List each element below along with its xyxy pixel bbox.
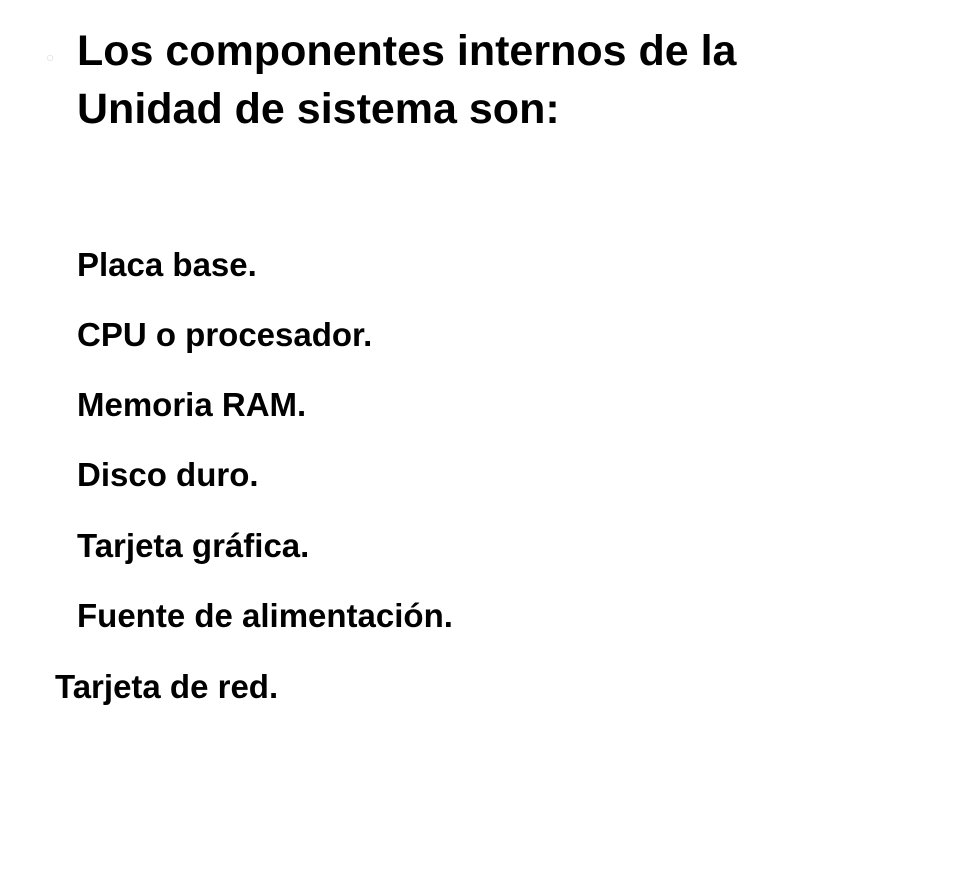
slide-title: Los componentes internos de la Unidad de…: [77, 22, 917, 138]
bullet-icon: ○: [46, 49, 55, 65]
list-item-tarjeta-red: Tarjeta de red.: [55, 668, 279, 705]
list-item-cpu: CPU o procesador.: [77, 316, 373, 353]
list-item-disco-duro: Disco duro.: [77, 456, 259, 493]
slide-title-line-2: Unidad de sistema son:: [77, 85, 560, 133]
list-item-tarjeta-grafica: Tarjeta gráfica.: [77, 527, 310, 564]
list-item-placa-base: Placa base.: [77, 246, 257, 283]
slide-title-line-1: Los componentes internos de la: [77, 27, 737, 75]
list-item-memoria-ram: Memoria RAM.: [77, 386, 307, 423]
list-item-fuente-alimentacion: Fuente de alimentación.: [77, 597, 453, 634]
